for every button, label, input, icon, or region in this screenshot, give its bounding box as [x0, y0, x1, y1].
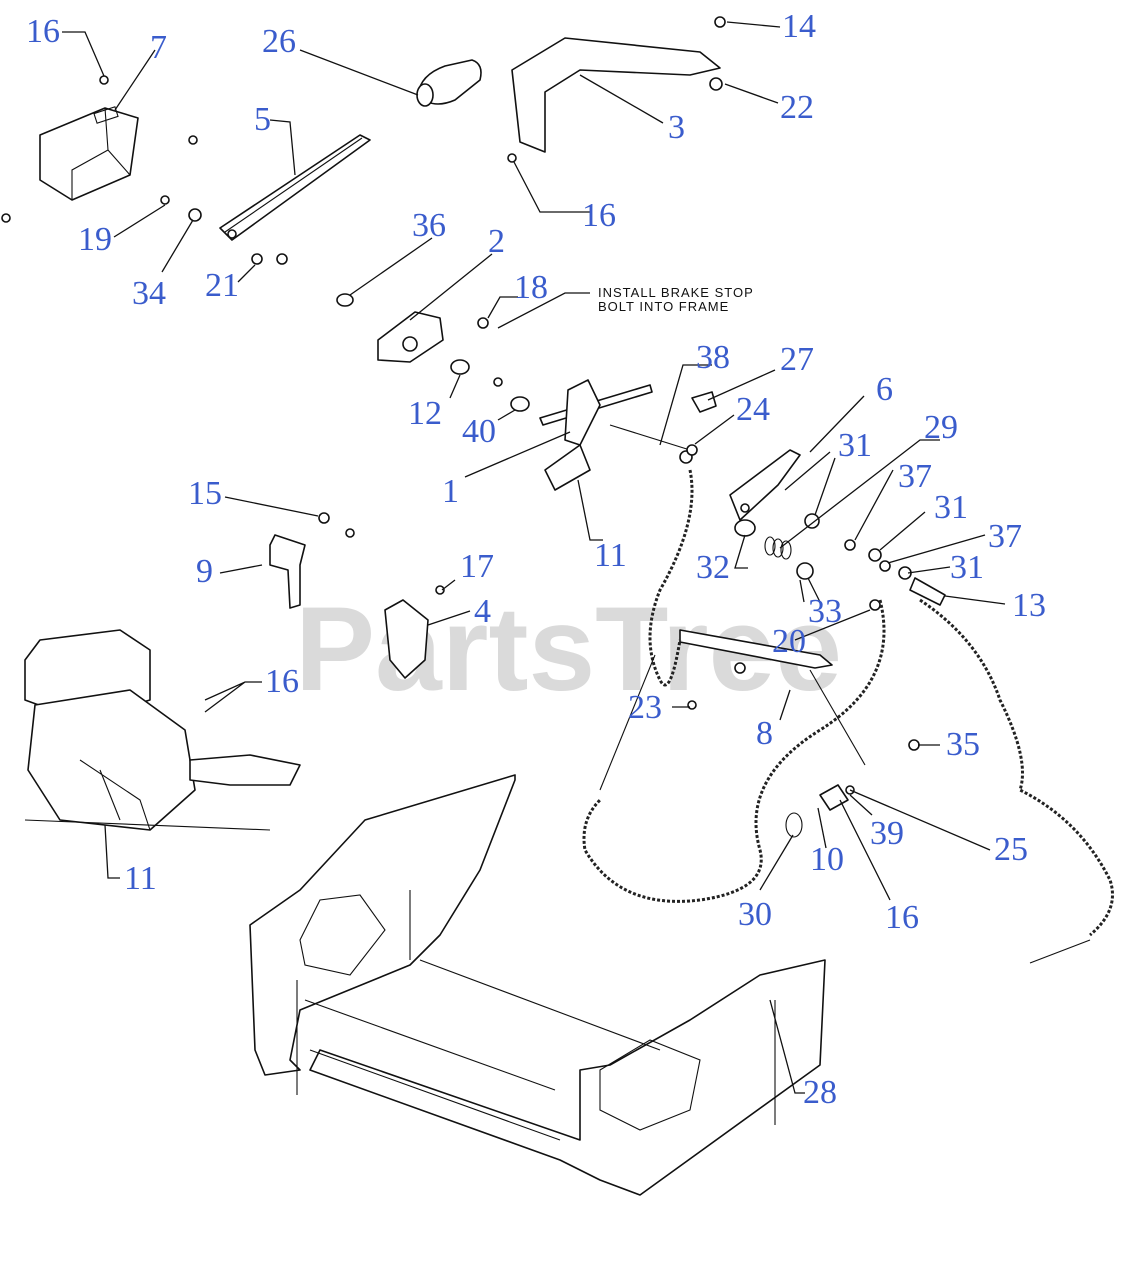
callout-c11a: 11	[594, 537, 627, 574]
callout-c8: 8	[756, 715, 773, 752]
note-line-1: INSTALL BRAKE STOP	[598, 285, 754, 300]
part-bolts-left	[1, 135, 202, 223]
callout-c10: 10	[810, 841, 844, 878]
part-linkage-10	[785, 784, 855, 838]
part-nut-24	[686, 444, 698, 456]
callout-c13: 13	[1012, 587, 1046, 624]
callout-c15: 15	[188, 475, 222, 512]
callout-c22: 22	[780, 89, 814, 126]
part-rod-38	[609, 424, 693, 464]
callout-c39: 39	[870, 815, 904, 852]
part-washers-32-33	[734, 513, 820, 580]
callout-c26: 26	[262, 23, 296, 60]
part-rod-8	[679, 629, 920, 766]
callout-c2: 2	[488, 223, 505, 260]
part-clips-31-37	[844, 539, 946, 611]
part-lever-arm-5	[219, 134, 371, 241]
part-bracket-3	[507, 16, 726, 163]
callout-c34: 34	[132, 275, 166, 312]
callout-c40: 40	[462, 413, 496, 450]
callout-c31c: 31	[950, 549, 984, 586]
callout-c19: 19	[78, 221, 112, 258]
callout-c36: 36	[412, 207, 446, 244]
part-shaft-1	[539, 379, 653, 491]
part-bracket-9	[269, 512, 355, 609]
callout-c17: 17	[460, 548, 494, 585]
part-bushings-12-40	[450, 359, 530, 412]
callout-c4: 4	[474, 593, 491, 630]
callout-c16c: 16	[265, 663, 299, 700]
part-lever-6	[729, 449, 801, 521]
callout-c29: 29	[924, 409, 958, 446]
part-pivot-bracket-2	[377, 311, 489, 363]
part-plate-4	[384, 585, 445, 679]
callout-c28: 28	[803, 1074, 837, 1111]
part-shroud-7	[39, 75, 139, 201]
callout-c12: 12	[408, 395, 442, 432]
callout-c30: 30	[738, 896, 772, 933]
callout-c6: 6	[876, 371, 893, 408]
callout-c24: 24	[736, 391, 770, 428]
callout-c21: 21	[205, 267, 239, 304]
part-bushing-36	[336, 293, 354, 307]
callout-c23: 23	[628, 689, 662, 726]
callout-c14: 14	[782, 8, 816, 45]
callout-c27: 27	[780, 341, 814, 378]
callout-c32: 32	[696, 549, 730, 586]
callout-c11b: 11	[124, 860, 157, 897]
install-note: INSTALL BRAKE STOP BOLT INTO FRAME	[598, 285, 754, 314]
callout-c35: 35	[946, 726, 980, 763]
part-tab-27	[691, 391, 717, 413]
callout-c31a: 31	[838, 427, 872, 464]
callout-c7: 7	[150, 29, 167, 66]
callout-c25: 25	[994, 831, 1028, 868]
callout-c33: 33	[808, 593, 842, 630]
callout-c18: 18	[514, 269, 548, 306]
callout-c5: 5	[254, 101, 271, 138]
cables	[582, 469, 1114, 964]
part-spring-29	[764, 536, 792, 560]
callout-c31b: 31	[934, 489, 968, 526]
callout-c37a: 37	[898, 458, 932, 495]
part-frame	[249, 774, 826, 1196]
callout-c20: 20	[772, 623, 806, 660]
callout-c16b: 16	[582, 197, 616, 234]
part-washers-21	[251, 253, 288, 265]
callout-c9: 9	[196, 553, 213, 590]
part-grip-26	[416, 59, 482, 107]
note-line-2: BOLT INTO FRAME	[598, 299, 729, 314]
leader-lines	[62, 21, 1006, 1094]
callout-c3: 3	[668, 109, 685, 146]
callout-c37b: 37	[988, 518, 1022, 555]
callout-c16d: 16	[885, 899, 919, 936]
part-inset-assembly	[24, 629, 301, 831]
callout-c1: 1	[442, 473, 459, 510]
callout-c16a: 16	[26, 13, 60, 50]
callout-c38: 38	[696, 339, 730, 376]
